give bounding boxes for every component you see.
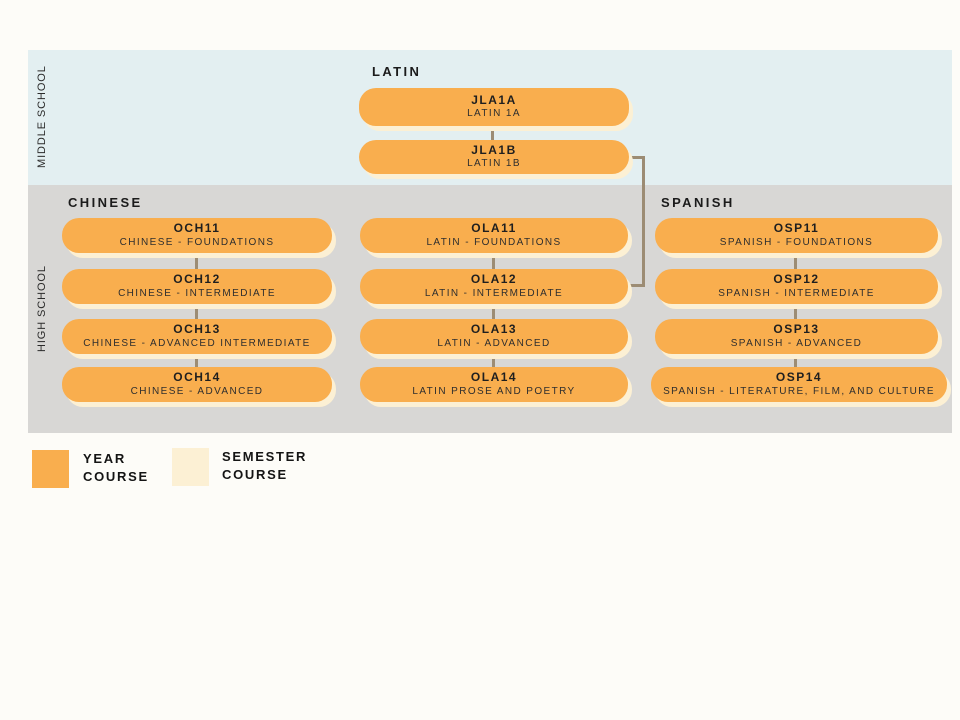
course-code: OSP12 (773, 272, 820, 287)
course-code: OLA14 (470, 370, 518, 385)
latin-column-header: LATIN (372, 64, 422, 79)
course-box-ola13: OLA13 LATIN - ADVANCED (360, 319, 628, 354)
course-box-och14: OCH14 CHINESE - ADVANCED (62, 367, 332, 402)
semester-course-swatch (172, 448, 209, 486)
course-name: SPANISH - LITERATURE, FILM, AND CULTURE (663, 385, 935, 397)
course-name: LATIN PROSE AND POETRY (412, 385, 576, 397)
course-name: LATIN - INTERMEDIATE (424, 287, 564, 299)
course-code: OSP13 (773, 322, 820, 337)
course-code: OLA12 (470, 272, 518, 287)
course-box-osp14: OSP14 SPANISH - LITERATURE, FILM, AND CU… (651, 367, 947, 402)
course-box-och11: OCH11 CHINESE - FOUNDATIONS (62, 218, 332, 253)
course-code: OSP14 (775, 370, 823, 385)
chinese-column-header: CHINESE (68, 195, 143, 210)
course-box-jla1b: JLA1B LATIN 1B (359, 140, 629, 174)
course-name: CHINESE - ADVANCED INTERMEDIATE (83, 337, 311, 349)
course-box-och12: OCH12 CHINESE - INTERMEDIATE (62, 269, 332, 304)
course-box-ola12: OLA12 LATIN - INTERMEDIATE (360, 269, 628, 304)
course-name: CHINESE - FOUNDATIONS (119, 236, 275, 248)
year-course-swatch (32, 450, 69, 488)
course-name: LATIN - ADVANCED (437, 337, 551, 349)
course-code: OCH14 (173, 370, 221, 385)
course-box-osp12: OSP12 SPANISH - INTERMEDIATE (655, 269, 938, 304)
course-box-ola14: OLA14 LATIN PROSE AND POETRY (360, 367, 628, 402)
course-name: SPANISH - FOUNDATIONS (719, 236, 874, 248)
course-code: OSP11 (773, 221, 820, 236)
course-code: OCH11 (173, 221, 221, 236)
course-name: LATIN 1B (467, 158, 521, 170)
course-code: OLA13 (470, 322, 518, 337)
high-school-label: HIGH SCHOOL (36, 265, 48, 353)
course-code: JLA1A (471, 92, 517, 107)
course-name: LATIN - FOUNDATIONS (426, 236, 562, 248)
course-name: CHINESE - ADVANCED (130, 385, 264, 397)
semester-course-label: SEMESTER COURSE (222, 449, 308, 483)
course-name: LATIN 1A (467, 108, 521, 120)
spanish-column-header: SPANISH (661, 195, 735, 210)
connector-chinese-column (195, 235, 198, 385)
connector-jla1a-jla1b (491, 107, 494, 157)
course-code: OCH12 (173, 272, 221, 287)
course-name: SPANISH - ADVANCED (730, 337, 863, 349)
connector-jla1b-ola12 (628, 156, 645, 287)
course-code: JLA1B (471, 142, 517, 157)
course-name: SPANISH - INTERMEDIATE (718, 287, 875, 299)
connector-spanish-column (794, 235, 797, 385)
middle-school-label: MIDDLE SCHOOL (36, 65, 48, 169)
course-box-osp11: OSP11 SPANISH - FOUNDATIONS (655, 218, 938, 253)
course-box-osp13: OSP13 SPANISH - ADVANCED (655, 319, 938, 354)
course-box-och13: OCH13 CHINESE - ADVANCED INTERMEDIATE (62, 319, 332, 354)
year-course-label: YEAR COURSE (83, 451, 149, 485)
connector-latin-column (492, 235, 495, 385)
course-box-ola11: OLA11 LATIN - FOUNDATIONS (360, 218, 628, 253)
course-name: CHINESE - INTERMEDIATE (118, 287, 276, 299)
course-box-jla1a: JLA1A LATIN 1A (359, 88, 629, 126)
course-code: OCH13 (173, 322, 221, 337)
course-code: OLA11 (471, 221, 517, 236)
